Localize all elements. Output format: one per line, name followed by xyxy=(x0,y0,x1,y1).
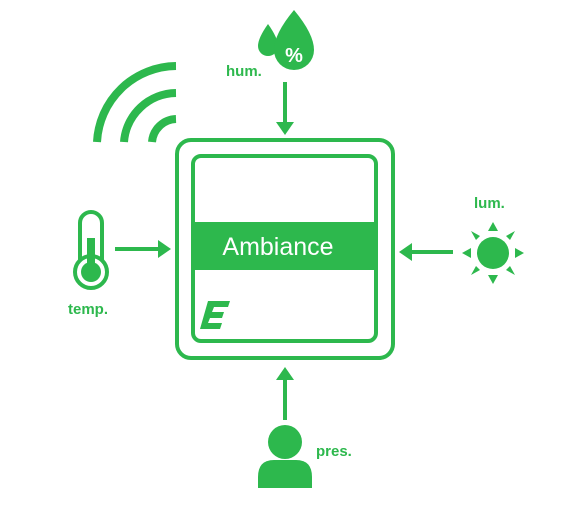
device-title-band xyxy=(193,222,376,270)
humidity-arrow xyxy=(276,82,294,135)
humidity-percent-symbol: % xyxy=(285,45,303,67)
person-icon xyxy=(258,425,312,488)
eliq-e-logo-icon xyxy=(200,301,230,329)
humidity-drops-percent-icon: % xyxy=(258,10,314,70)
temperature-arrow xyxy=(115,240,171,258)
luminosity-arrow xyxy=(399,243,453,261)
temperature-label: temp. xyxy=(68,301,108,318)
thermometer-icon xyxy=(73,210,109,290)
presence-arrow xyxy=(276,367,294,420)
humidity-label: hum. xyxy=(226,63,262,80)
device-title: Ambiance xyxy=(222,233,333,261)
device-outer-frame xyxy=(175,138,395,360)
sun-icon xyxy=(462,222,524,284)
wireless-signal-icon xyxy=(93,62,177,143)
presence-label: pres. xyxy=(316,443,352,460)
luminosity-label: lum. xyxy=(474,195,505,212)
